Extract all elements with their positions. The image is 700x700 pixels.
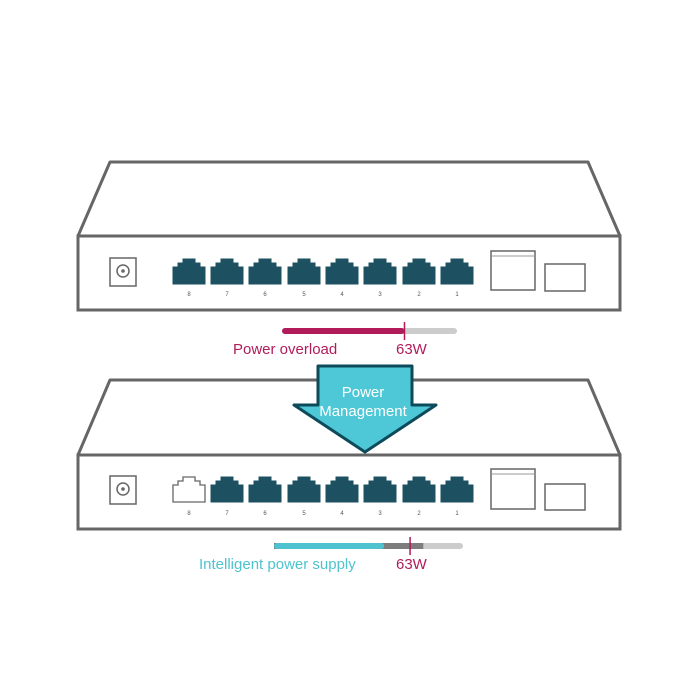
switch-top: 8 7 6 5 4 3 2 1 [76,160,622,312]
sfp-slot-icon [544,483,586,511]
ethernet-port-icon [210,476,244,503]
ethernet-port-icon [210,258,244,285]
ethernet-port-icon [287,258,321,285]
port-number-label: 8 [187,292,191,298]
port-number-label: 5 [302,511,306,517]
ethernet-port-icon [325,476,359,503]
supply-meter-fill [274,543,385,549]
port-number-label: 6 [263,511,267,517]
port-number-label: 3 [378,511,382,517]
sfp-slot-icon [490,468,536,510]
port-number-label: 5 [302,292,306,298]
port-number-label: 6 [263,292,267,298]
arrow-label-line1: Power [342,384,385,401]
port-number-label: 4 [340,292,344,298]
port-number-label: 7 [225,511,229,517]
power-jack-icon [109,257,137,287]
port-number-label: 2 [417,511,421,517]
ethernet-port-icon [440,258,474,285]
ethernet-port-icon [248,258,282,285]
ethernet-port-unpowered-icon [172,476,206,503]
switch-top-lid [76,160,622,238]
overload-label: Power overload [233,341,337,358]
supply-meter: Intelligent power supply 63W [199,537,463,573]
overload-meter-fill [282,328,405,334]
overload-meter: Power overload 63W [233,322,457,358]
overload-limit-label: 63W [396,341,428,358]
ethernet-port-icon [363,258,397,285]
ethernet-port-icon [402,476,436,503]
port-row-top: 8 7 6 5 4 3 2 1 [172,258,474,298]
arrow-label-line2: Management [319,403,407,420]
ethernet-port-icon [325,258,359,285]
port-number-label: 4 [340,511,344,517]
port-number-label: 7 [225,292,229,298]
ethernet-port-icon [440,476,474,503]
port-number-label: 8 [187,511,191,517]
down-arrow-icon: Power Management [292,364,438,454]
supply-label: Intelligent power supply [199,556,356,573]
ethernet-port-icon [172,258,206,285]
sfp-slot-icon [490,250,536,291]
ethernet-port-icon [248,476,282,503]
ethernet-port-icon [287,476,321,503]
port-number-label: 3 [378,292,382,298]
ethernet-port-icon [402,258,436,285]
port-row-bottom: 8 7 6 5 4 3 2 1 [172,476,474,517]
ethernet-port-icon [363,476,397,503]
sfp-slot-icon [544,263,586,292]
port-number-label: 1 [455,292,459,298]
port-number-label: 2 [417,292,421,298]
port-number-label: 1 [455,511,459,517]
power-jack-icon [109,475,137,505]
supply-limit-label: 63W [396,556,428,573]
